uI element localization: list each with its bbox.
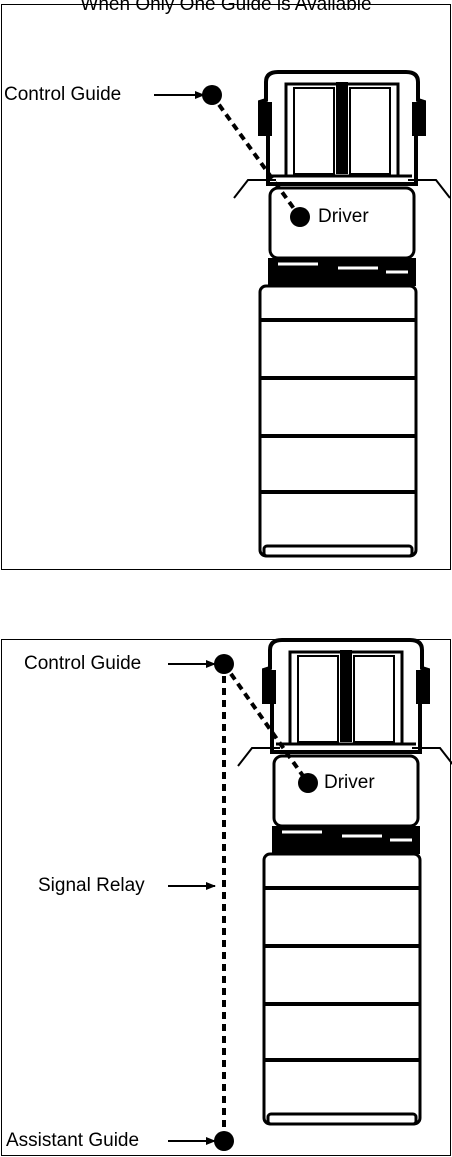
driver-dot-2	[298, 773, 318, 793]
driver-label-2: Driver	[324, 772, 375, 793]
diagram-title: When Only One Guide is Available	[80, 0, 372, 15]
signal-relay-label: Signal Relay	[38, 875, 145, 896]
control-to-driver-line	[222, 662, 310, 785]
driver-label: Driver	[318, 206, 369, 227]
driver-dot	[290, 207, 310, 227]
truck-top-view-2	[236, 638, 452, 1126]
control-guide-label-2: Control Guide	[24, 653, 142, 674]
control-guide-label: Control Guide	[4, 84, 122, 105]
assistant-guide-dot	[214, 1131, 234, 1151]
control-guide-line	[210, 93, 302, 219]
truck-top-view	[232, 70, 452, 558]
assistant-guide-label: Assistant Guide	[6, 1130, 140, 1151]
